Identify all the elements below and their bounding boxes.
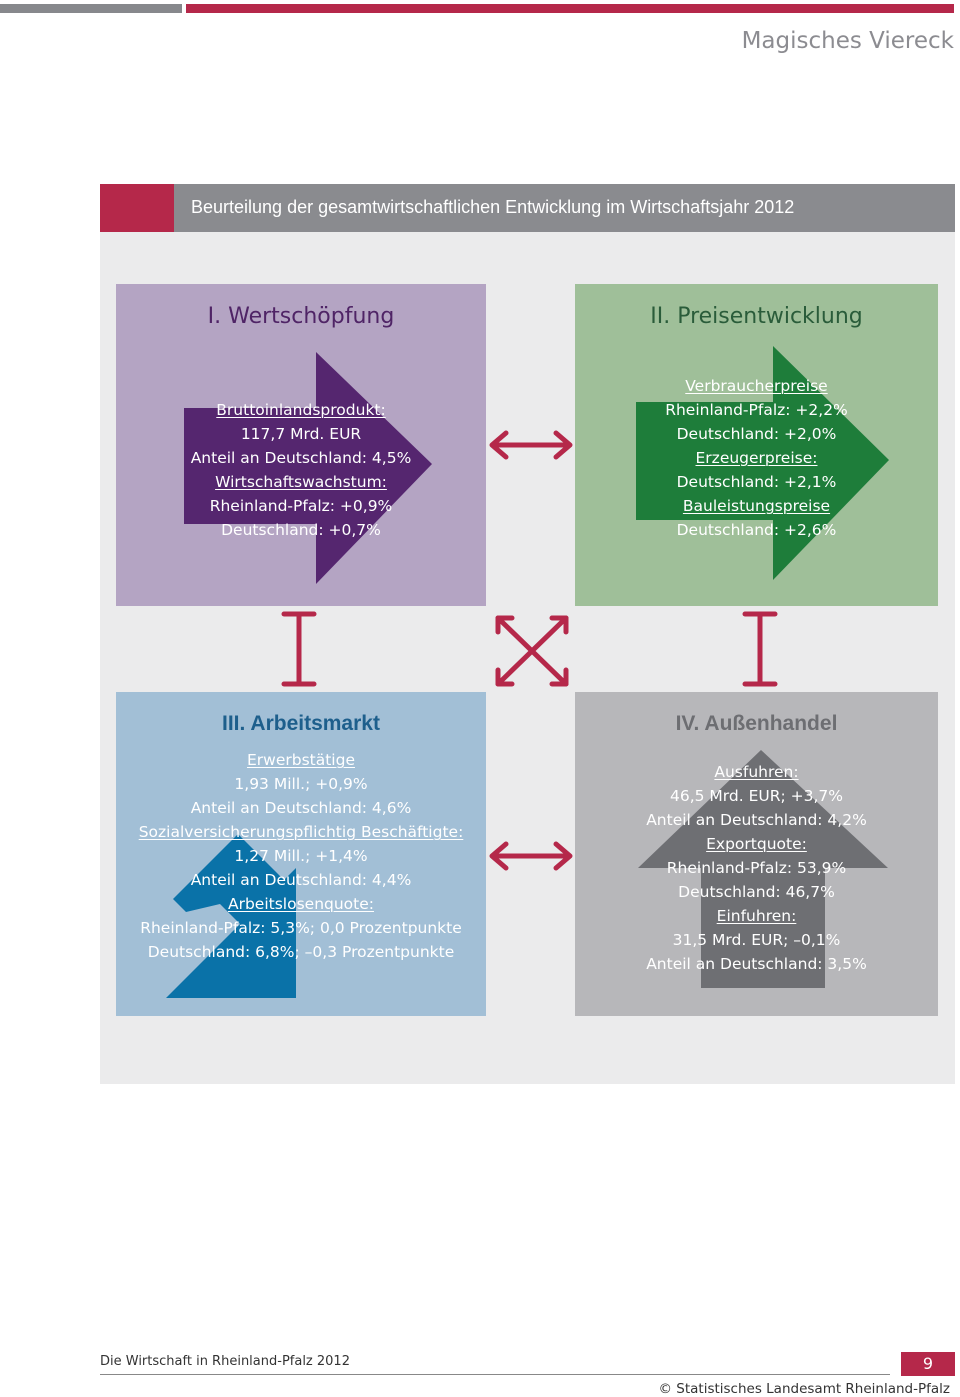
page-number: 9 [901,1352,955,1376]
indicator-value: 117,7 Mrd. EUR [240,425,362,443]
right-arrow-icon [184,352,432,584]
indicator-label: Erwerbstätige [246,751,355,769]
indicator-value: Rheinland-Pfalz: 53,9% [666,859,847,877]
footer-divider [100,1374,890,1375]
indicator-value: Rheinland-Pfalz: 5,3%; 0,0 Prozentpunkte [140,919,462,937]
double-arrow-horizontal-icon [489,841,573,871]
indicator-value: Rheinland-Pfalz: +0,9% [209,497,393,515]
quadrant-title: II. Preisentwicklung [650,304,863,329]
indicator-label: Sozialversicherungspflichtig Beschäftigt… [138,823,464,841]
quadrant-title: IV. Außenhandel [675,712,838,735]
quadrant-aussenhandel: IV. Außenhandel Ausfuhren: 46,5 Mrd. EUR;… [575,692,938,1016]
indicator-label: Bruttoinlandsprodukt: [216,401,386,419]
indicator-label: Erzeugerpreise: [695,449,818,467]
footer-publication: Die Wirtschaft in Rheinland-Pfalz 2012 [100,1354,350,1369]
indicator-value: Anteil an Deutschland: 3,5% [646,955,867,973]
indicator-value: Deutschland: +0,7% [221,521,381,539]
title-bar [174,184,955,232]
quadrant-title: III. Arbeitsmarkt [222,712,380,735]
indicator-label: Bauleistungspreise [682,497,831,515]
indicator-value: Deutschland: +2,0% [676,425,837,443]
indicator-value: 46,5 Mrd. EUR; +3,7% [669,787,844,805]
indicator-label: Ausfuhren: [714,763,799,781]
indicator-value: 31,5 Mrd. EUR; –0,1% [672,931,841,949]
quadrant-lines: Bruttoinlandsprodukt: 117,7 Mrd. EUR Antei… [116,398,486,542]
double-arrow-horizontal-icon [489,430,573,460]
quadrant-lines: Ausfuhren: 46,5 Mrd. EUR; +3,7% Anteil an … [575,760,938,976]
indicator-label: Einfuhren: [716,907,797,925]
quadrant-wertschoepfung: I. Wertschöpfung Bruttoinlandsprodukt: 11… [116,284,486,606]
double-arrow-vertical-icon [281,611,317,687]
indicator-value: 1,93 Mill.; +0,9% [234,775,368,793]
indicator-label: Exportquote: [706,835,807,853]
quadrant-title: I. Wertschöpfung [207,304,395,329]
indicator-value: Deutschland: 46,7% [678,883,835,901]
indicator-value: Rheinland-Pfalz: +2,2% [665,401,848,419]
footer-copyright: © Statistisches Landesamt Rheinland-Pfal… [658,1381,950,1397]
quadrant-arbeitsmarkt: III. Arbeitsmarkt Erwerbstätige 1,93 Mill… [116,692,486,1016]
indicator-value: Anteil an Deutschland: 4,5% [190,449,412,467]
indicator-value: 1,27 Mill.; +1,4% [234,847,368,865]
up-arrow-icon [638,750,888,988]
page-header-title: Magisches Viereck [741,28,954,54]
indicator-value: Deutschland: 6,8%; –0,3 Prozentpunkte [147,943,455,961]
top-accent-bar-gray [0,4,182,13]
indicator-value: Anteil an Deutschland: 4,6% [190,799,412,817]
indicator-value: Deutschland: +2,1% [676,473,837,491]
indicator-label: Verbraucherpreise [685,377,828,395]
top-accent-bar-red [186,4,954,13]
chart-title: Beurteilung der gesamtwirtschaftlichen E… [191,197,795,217]
down-arrow-icon [166,834,296,998]
title-accent-block [100,184,174,232]
indicator-value: Anteil an Deutschland: 4,2% [646,811,867,829]
indicator-value: Deutschland: +2,6% [676,521,837,539]
indicator-label: Wirtschaftswachstum: [215,473,387,491]
indicator-value: Anteil an Deutschland: 4,4% [190,871,412,889]
right-arrow-icon [636,346,889,580]
double-arrow-cross-icon [495,615,569,687]
indicator-label: Arbeitslosenquote: [227,895,375,913]
double-arrow-vertical-icon [742,611,778,687]
quadrant-lines: Erwerbstätige 1,93 Mill.; +0,9% Anteil an … [116,748,486,964]
